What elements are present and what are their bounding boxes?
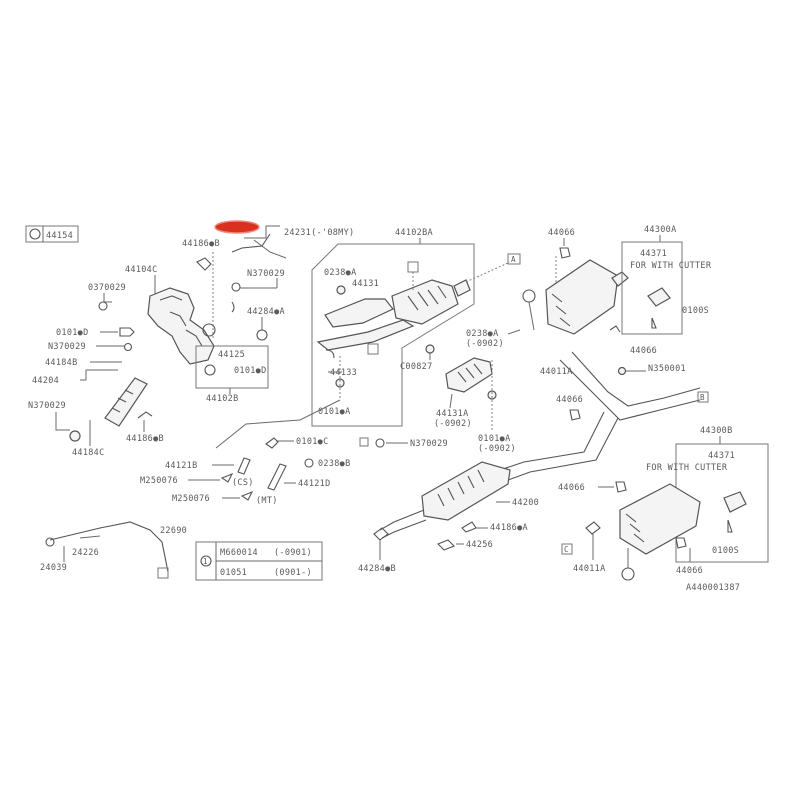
- label-44186B-mid: 44186●B: [126, 434, 164, 444]
- label-for-with-cutter-a: FOR WITH CUTTER: [630, 261, 712, 271]
- label-44104C: 44104C: [125, 265, 158, 275]
- label-44371-a: 44371: [640, 249, 667, 259]
- label-M250076-b: M250076: [172, 494, 210, 504]
- section-ref-icon: [29, 228, 41, 240]
- section-ref-code: 44154: [46, 231, 73, 241]
- label-0101A: 0101●A: [318, 407, 351, 417]
- ref-marker-square: [407, 261, 419, 273]
- label-44200: 44200: [512, 498, 539, 508]
- label-0101C: 0101●C: [296, 437, 329, 447]
- ref-marker-A: [507, 253, 521, 265]
- label-0101A-right: 0101●A: [478, 434, 511, 444]
- label-24226: 24226: [72, 548, 99, 558]
- legend-row-range: (-0901): [274, 548, 312, 558]
- label-44131A: 44131A: [436, 409, 469, 419]
- label-M250076-a: M250076: [140, 476, 178, 486]
- label-0101A-right-range: (-0902): [478, 444, 516, 454]
- legend-row-range: (0901-): [274, 568, 312, 578]
- label-C00827: C00827: [400, 362, 433, 372]
- legend-row-part: 01051: [220, 568, 247, 578]
- svg-text:A: A: [511, 255, 516, 264]
- label-44066-mid: 44066: [630, 346, 657, 356]
- label-CS: (CS): [232, 478, 254, 488]
- label-44131A-range: (-0902): [434, 419, 472, 429]
- label-44066-right: 44066: [556, 395, 583, 405]
- label-0100S-b: 0100S: [712, 546, 739, 556]
- label-44371-b: 44371: [708, 451, 735, 461]
- legend-marker: 1: [203, 557, 208, 566]
- label-44184B: 44184B: [45, 358, 78, 368]
- label-44125: 44125: [218, 350, 245, 360]
- label-44066-b: 44066: [558, 483, 585, 493]
- label-MT: (MT): [256, 496, 278, 506]
- label-44133: 44133: [330, 368, 357, 378]
- label-N350001: N350001: [648, 364, 686, 374]
- label-44102BA: 44102BA: [395, 228, 433, 238]
- label-for-with-cutter-b: FOR WITH CUTTER: [646, 463, 728, 473]
- diagram-id: A440001387: [686, 583, 740, 593]
- label-44284B: 44284●B: [358, 564, 396, 574]
- label-44186A: 44186●A: [490, 523, 528, 533]
- label-24039: 24039: [40, 563, 67, 573]
- label-N370029-c: N370029: [28, 401, 66, 411]
- label-0238A: 0238●A: [324, 268, 357, 278]
- label-0238B: 0238●B: [318, 459, 351, 469]
- ref-circle-1-b: [621, 567, 635, 581]
- legend-table: 1 M660014 (-0901) 01051 (0901-): [195, 541, 323, 581]
- label-44121D: 44121D: [298, 479, 331, 489]
- label-44011A-b: 44011A: [573, 564, 606, 574]
- label-44186B: 44186●B: [182, 239, 220, 249]
- label-44300B: 44300B: [700, 426, 733, 436]
- label-24231: 24231(-'08MY): [284, 228, 354, 238]
- label-22690: 22690: [160, 526, 187, 536]
- label-44256: 44256: [466, 540, 493, 550]
- label-0100S-a: 0100S: [682, 306, 709, 316]
- label-N370029: N370029: [247, 269, 285, 279]
- legend-row-part: M660014: [220, 548, 258, 558]
- label-0101D-b: 0101●D: [234, 366, 267, 376]
- highlighted-part-marker[interactable]: [214, 220, 260, 234]
- label-44184C: 44184C: [72, 448, 105, 458]
- label-44121B: 44121B: [165, 461, 198, 471]
- label-N370029-b: N370029: [48, 342, 86, 352]
- label-44066-top: 44066: [548, 228, 575, 238]
- label-0238A-right-range: (-0902): [466, 339, 504, 349]
- label-44102B: 44102B: [206, 394, 239, 404]
- label-0370029: 0370029: [88, 283, 126, 293]
- svg-text:B: B: [700, 393, 705, 402]
- section-reference: 44154: [25, 225, 79, 243]
- label-0238A-right: 0238●A: [466, 329, 499, 339]
- label-N370029-d: N370029: [410, 439, 448, 449]
- label-44011A-a: 44011A: [540, 367, 573, 377]
- label-44131: 44131: [352, 279, 379, 289]
- label-44066-c: 44066: [676, 566, 703, 576]
- label-44284A: 44284●A: [247, 307, 285, 317]
- label-44204: 44204: [32, 376, 59, 386]
- ref-circle-1: [522, 289, 536, 303]
- svg-text:C: C: [564, 545, 569, 554]
- label-0101D: 0101●D: [56, 328, 89, 338]
- label-44300A: 44300A: [644, 225, 677, 235]
